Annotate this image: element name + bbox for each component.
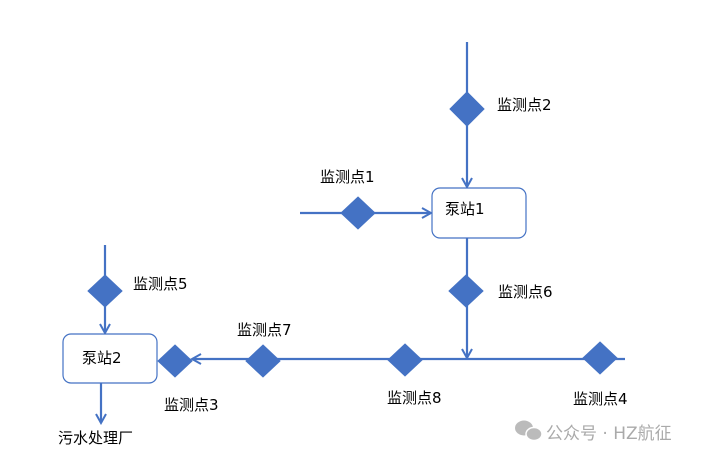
monitor-point-3-label: 监测点3 xyxy=(164,396,219,414)
sewage-plant-label: 污水处理厂 xyxy=(58,429,133,447)
monitor-point-7-label: 监测点7 xyxy=(237,321,292,339)
monitor-point-8-label: 监测点8 xyxy=(387,389,442,407)
monitor-point-3-diamond[interactable] xyxy=(157,344,193,378)
monitor-point-6-diamond[interactable] xyxy=(448,274,484,308)
station-2-label: 泵站2 xyxy=(82,349,122,367)
monitor-point-1-diamond[interactable] xyxy=(340,196,376,230)
monitor-point-8-diamond[interactable] xyxy=(387,343,423,377)
station-1-box[interactable] xyxy=(431,187,527,239)
monitor-point-2-label: 监测点2 xyxy=(497,96,552,114)
monitor-point-4-diamond[interactable] xyxy=(582,341,618,375)
monitor-point-2-diamond[interactable] xyxy=(449,91,485,127)
station-1-label: 泵站1 xyxy=(445,200,485,218)
monitor-point-5-diamond[interactable] xyxy=(87,274,123,308)
monitor-point-6-label: 监测点6 xyxy=(498,283,553,301)
station-2-box[interactable] xyxy=(62,333,158,384)
watermark-text: 公众号 · HZ航征 xyxy=(546,424,672,444)
monitor-point-7-diamond[interactable] xyxy=(245,344,281,378)
monitor-point-4-label: 监测点4 xyxy=(573,390,628,408)
monitor-point-5-label: 监测点5 xyxy=(133,275,188,293)
wechat-icon xyxy=(515,420,543,442)
monitor-point-1-label: 监测点1 xyxy=(320,168,375,186)
